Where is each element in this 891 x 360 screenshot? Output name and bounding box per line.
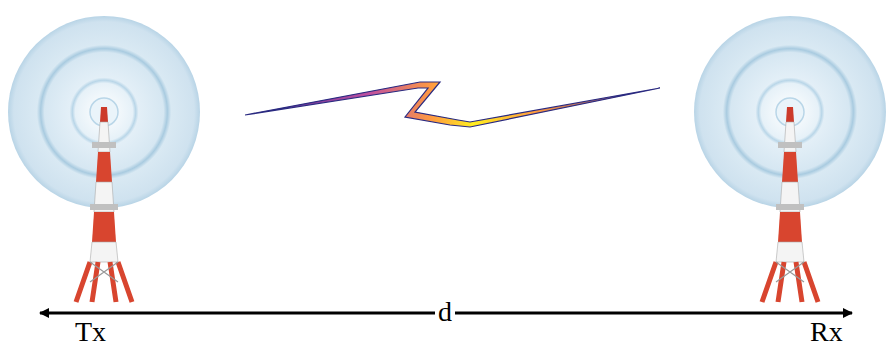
rx-antenna <box>694 16 886 302</box>
receiver-label: Rx <box>810 318 843 346</box>
radio-link-bolt <box>245 82 660 127</box>
tx-antenna <box>8 16 200 302</box>
distance-label: d <box>435 298 455 326</box>
transmitter-label: Tx <box>75 318 106 346</box>
